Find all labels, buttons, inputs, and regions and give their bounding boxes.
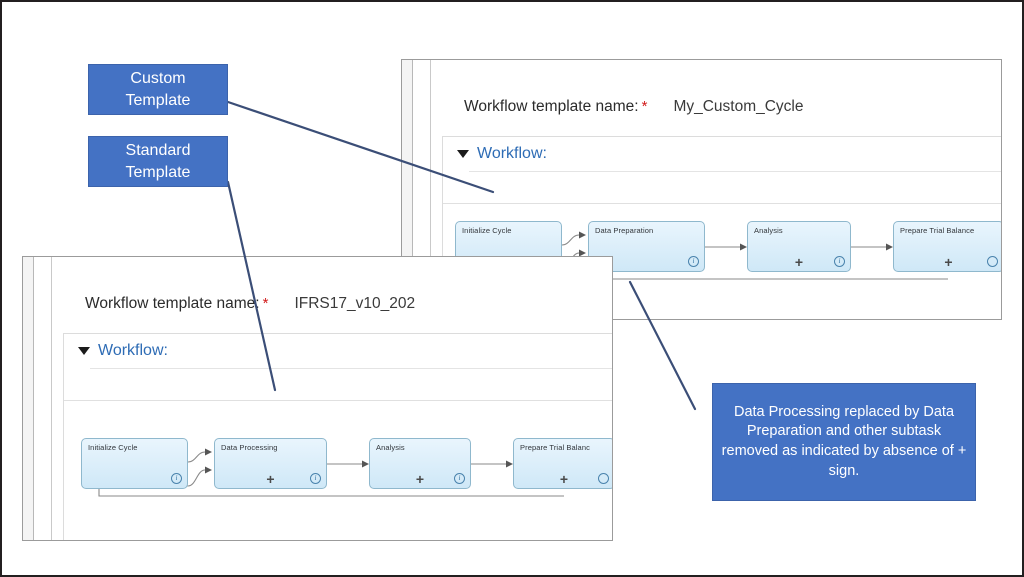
- task-expand-plus[interactable]: +: [944, 254, 953, 270]
- section-divider-lower: [64, 400, 612, 401]
- task-node[interactable]: Prepare Trial Balance +: [893, 221, 1001, 272]
- section-divider-lower: [443, 203, 1001, 204]
- workflow-section-card: Workflow:: [63, 333, 612, 540]
- task-label: Prepare Trial Balance: [900, 226, 975, 235]
- standard-template-panel: Workflow template name:* IFRS17_v10_202 W…: [22, 256, 613, 541]
- task-node[interactable]: Initialize Cycle i: [81, 438, 188, 489]
- task-label: Data Processing: [221, 443, 278, 452]
- info-icon[interactable]: i: [688, 256, 699, 267]
- workflow-section-header[interactable]: Workflow:: [443, 137, 1001, 171]
- task-node[interactable]: Prepare Trial Balanc +: [513, 438, 612, 489]
- task-expand-plus[interactable]: +: [266, 471, 275, 487]
- task-label: Data Preparation: [595, 226, 654, 235]
- workflow-template-name-row: Workflow template name:* My_Custom_Cycle: [464, 98, 804, 116]
- info-icon[interactable]: i: [171, 473, 182, 484]
- workflow-template-name-label: Workflow template name:: [464, 98, 639, 115]
- task-node[interactable]: Analysis + i: [369, 438, 471, 489]
- section-divider: [90, 368, 612, 369]
- callout-standard-template: Standard Template: [88, 136, 228, 187]
- task-expand-plus[interactable]: +: [415, 471, 425, 487]
- workflow-section-title: Workflow:: [477, 145, 547, 162]
- workflow-template-name-value[interactable]: IFRS17_v10_202: [294, 295, 416, 312]
- caret-down-icon[interactable]: [457, 150, 469, 158]
- info-icon[interactable]: i: [454, 473, 465, 484]
- task-node[interactable]: Analysis + i: [747, 221, 851, 272]
- workflow-template-name-row: Workflow template name:* IFRS17_v10_202: [85, 295, 415, 313]
- workflow-diagram: Initialize Cycle i Data Processing + i A…: [64, 434, 612, 540]
- workflow-template-name-label: Workflow template name:: [85, 295, 260, 312]
- task-label: Initialize Cycle: [462, 226, 512, 235]
- workflow-section-title: Workflow:: [98, 342, 168, 359]
- panel-content: Workflow template name:*My_Custom_Cycle …: [432, 60, 1001, 319]
- panel-left-gutter: [23, 257, 34, 540]
- panel-left-rail: [35, 257, 52, 540]
- panel-content: Workflow template name:* IFRS17_v10_202 W…: [53, 257, 612, 540]
- task-label: Prepare Trial Balanc: [520, 443, 590, 452]
- info-icon[interactable]: [987, 256, 998, 267]
- task-label: Initialize Cycle: [88, 443, 138, 452]
- required-marker: *: [641, 98, 648, 115]
- callout-note: Data Processing replaced by Data Prepara…: [712, 383, 976, 501]
- info-icon[interactable]: i: [834, 256, 845, 267]
- required-marker: *: [262, 295, 269, 312]
- callout-custom-template: Custom Template: [88, 64, 228, 115]
- workflow-section-header[interactable]: Workflow:: [64, 334, 612, 368]
- task-node[interactable]: Data Processing + i: [214, 438, 327, 489]
- task-expand-plus[interactable]: +: [794, 254, 804, 270]
- task-expand-plus[interactable]: +: [559, 471, 569, 487]
- task-label: Analysis: [376, 443, 405, 452]
- info-icon[interactable]: i: [310, 473, 321, 484]
- workflow-template-name-value[interactable]: My_Custom_Cycle: [673, 98, 804, 115]
- task-node[interactable]: Data Preparation i: [588, 221, 705, 272]
- task-label: Analysis: [754, 226, 783, 235]
- info-icon[interactable]: [598, 473, 609, 484]
- caret-down-icon[interactable]: [78, 347, 90, 355]
- section-divider: [469, 171, 1001, 172]
